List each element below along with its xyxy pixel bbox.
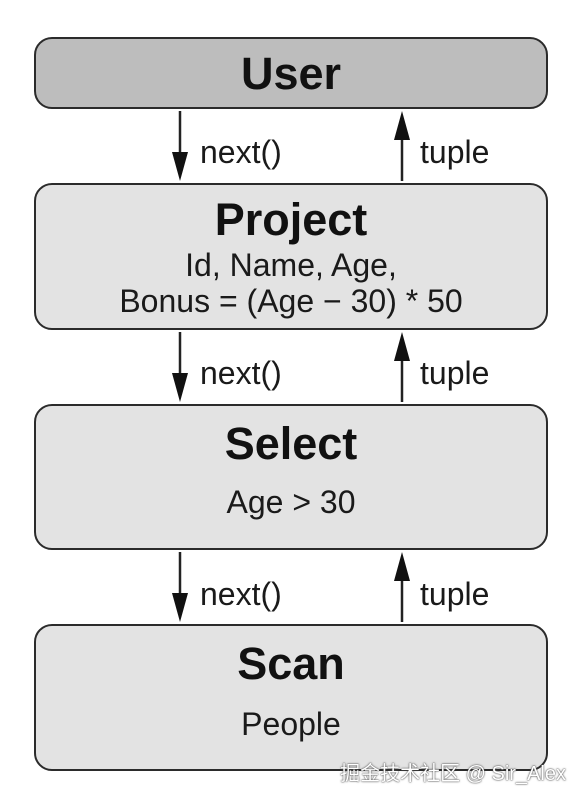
tuple-arrow-head bbox=[394, 332, 410, 361]
next-arrow-head bbox=[172, 373, 188, 402]
edge-2-tuple-label: tuple bbox=[420, 355, 490, 391]
edge-2-next-label: next() bbox=[200, 355, 282, 391]
scan-node-table: People bbox=[241, 706, 341, 742]
tuple-arrow-head bbox=[394, 111, 410, 140]
project-node-expression: Bonus = (Age − 30) * 50 bbox=[119, 283, 463, 319]
edge-3-next-label: next() bbox=[200, 576, 282, 612]
next-arrow-head bbox=[172, 152, 188, 181]
select-node-predicate: Age > 30 bbox=[226, 484, 356, 520]
edge-3 bbox=[172, 552, 410, 622]
select-node-title: Select bbox=[224, 418, 358, 469]
select-node: Select Age > 30 bbox=[34, 404, 548, 550]
project-node-title: Project bbox=[214, 194, 368, 245]
watermark: 掘金技术社区 @ Sir_Alex bbox=[340, 763, 566, 785]
tuple-arrow-head bbox=[394, 552, 410, 581]
edge-3-tuple-label: tuple bbox=[420, 576, 490, 612]
scan-node: Scan People bbox=[34, 624, 548, 771]
edge-1-tuple-label: tuple bbox=[420, 134, 490, 170]
user-node: User bbox=[34, 37, 548, 109]
project-node: Project Id, Name, Age, Bonus = (Age − 30… bbox=[34, 183, 548, 330]
scan-node-title: Scan bbox=[237, 638, 345, 689]
next-arrow-head bbox=[172, 593, 188, 622]
edge-1 bbox=[172, 111, 410, 181]
edge-1-next-label: next() bbox=[200, 134, 282, 170]
project-node-columns: Id, Name, Age, bbox=[185, 247, 397, 283]
edge-2 bbox=[172, 332, 410, 402]
user-node-title: User bbox=[240, 48, 342, 99]
